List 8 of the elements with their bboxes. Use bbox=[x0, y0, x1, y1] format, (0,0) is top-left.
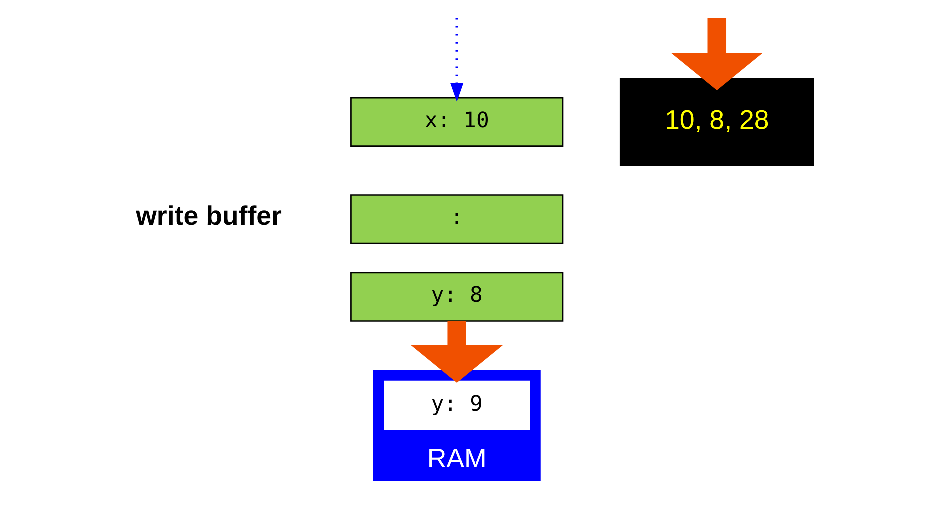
arrow bbox=[450, 18, 464, 102]
node-box: y: 8 bbox=[350, 272, 564, 322]
label: write buffer bbox=[136, 200, 282, 231]
node-box: : bbox=[350, 194, 564, 244]
node-box: y: 9 bbox=[384, 380, 530, 430]
node-box: 10, 8, 28 bbox=[619, 78, 814, 166]
arrow bbox=[670, 18, 763, 91]
node-box: x: 10 bbox=[350, 97, 564, 148]
